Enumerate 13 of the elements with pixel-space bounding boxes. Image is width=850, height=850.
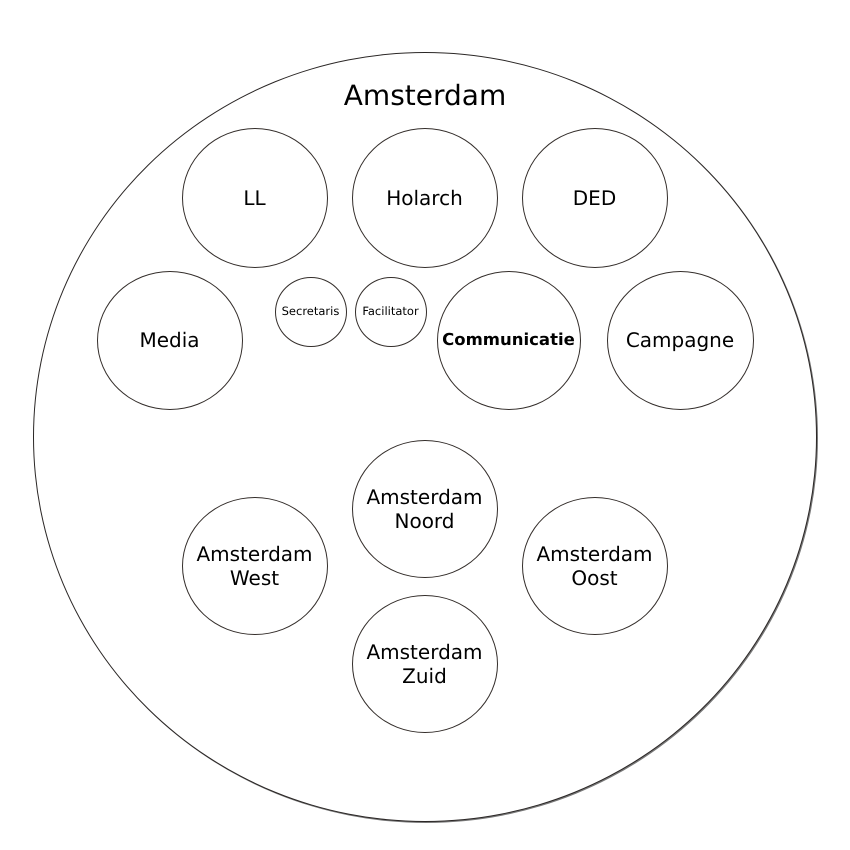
circle-label: Holarch: [386, 186, 463, 210]
circle-label: Amsterdam West: [195, 542, 314, 590]
circle-label: Facilitator: [362, 304, 419, 318]
circle-label: Amsterdam Oost: [535, 542, 654, 590]
group-title: Amsterdam: [342, 79, 508, 113]
circle-label: Media: [139, 328, 200, 352]
circle-label: Campagne: [626, 328, 734, 352]
circle-label: Communicatie: [442, 330, 575, 350]
circle-label: Secretaris: [282, 304, 340, 318]
circle-label: LL: [243, 186, 266, 210]
circle-label: DED: [572, 186, 616, 210]
circle-label: Amsterdam Noord: [365, 484, 484, 532]
circle-label: Amsterdam Zuid: [365, 640, 484, 688]
